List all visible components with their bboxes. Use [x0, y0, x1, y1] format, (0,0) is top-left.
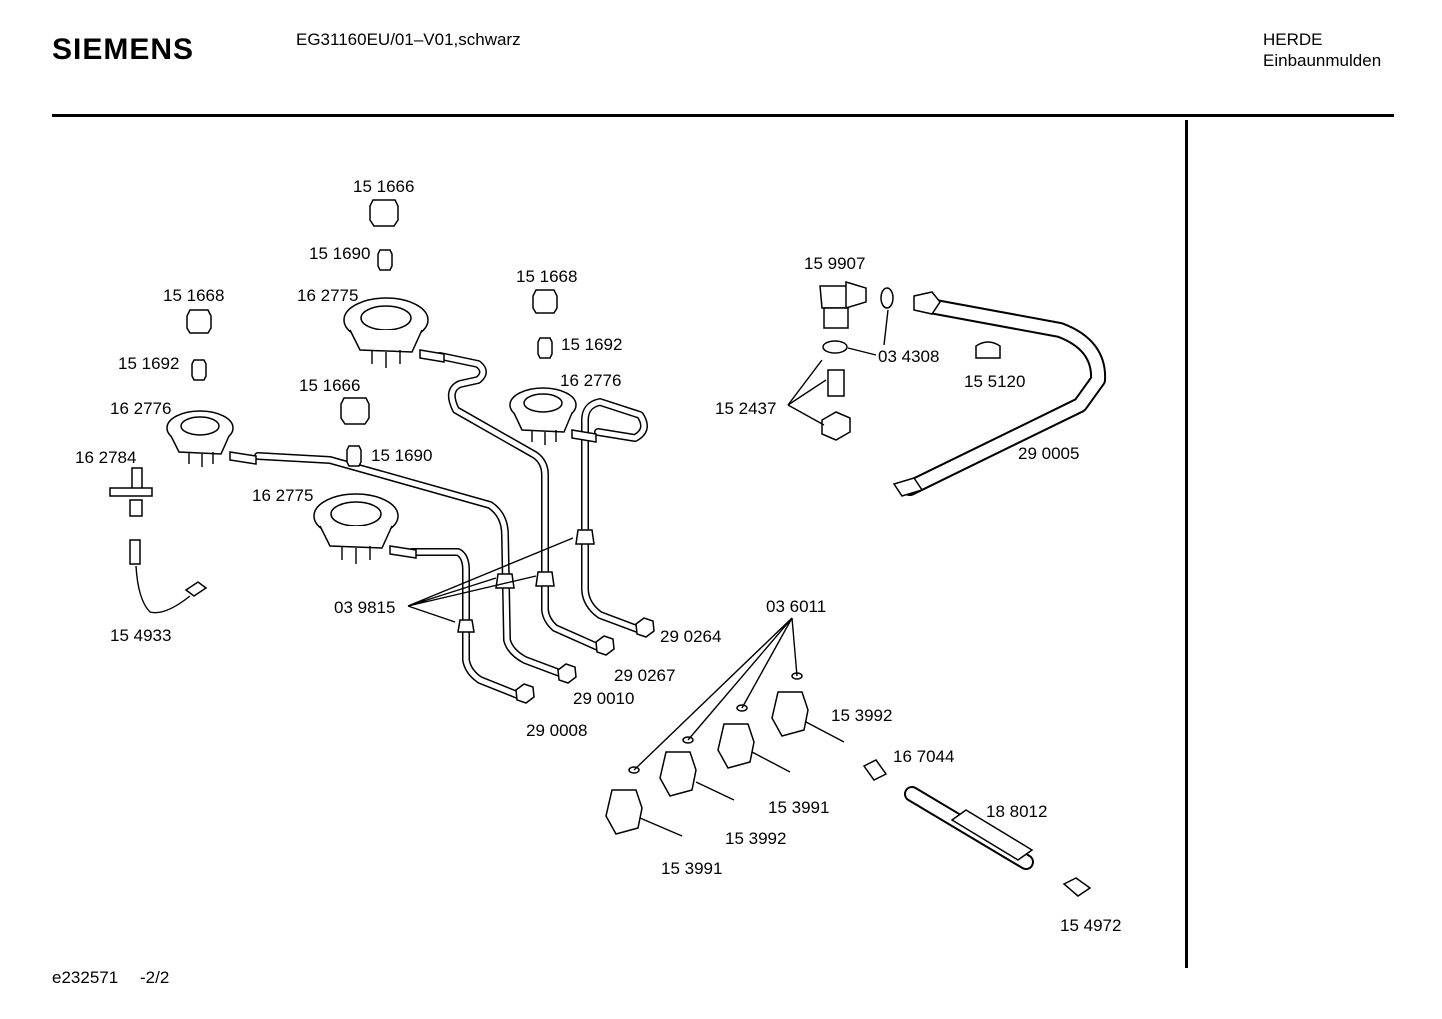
- ignition-electrode: [109, 467, 208, 614]
- gas-connection: [819, 280, 1107, 497]
- model-number: EG31160EU/01–V01,schwarz: [296, 30, 521, 49]
- part-label: 15 4972: [1060, 916, 1121, 935]
- pipe-clips: [457, 529, 595, 633]
- burner-top: [343, 297, 445, 368]
- burner-bottom: [313, 493, 417, 564]
- gas-pipes: [254, 352, 648, 702]
- part-label: 29 0264: [660, 627, 721, 646]
- burner-right: [509, 387, 597, 445]
- part-label: 16 2776: [560, 371, 621, 390]
- part-label: 15 1692: [118, 354, 179, 373]
- part-label: 18 8012: [986, 802, 1047, 821]
- part-label: 16 2775: [252, 486, 313, 505]
- part-label: 16 2775: [297, 286, 358, 305]
- burner-left: [166, 410, 257, 467]
- part-label: 15 2437: [715, 399, 776, 418]
- part-label: 15 3991: [661, 859, 722, 878]
- part-label: 15 1666: [299, 376, 360, 395]
- page-indicator: -2/2: [140, 968, 170, 987]
- part-label: 03 6011: [766, 597, 826, 616]
- pipe-nuts: [515, 617, 655, 704]
- part-label: 29 0008: [526, 721, 587, 740]
- part-label: 15 1668: [163, 286, 224, 305]
- part-label: 29 0267: [614, 666, 675, 685]
- part-label: 15 3992: [831, 706, 892, 725]
- brand-logo: SIEMENS: [52, 33, 195, 66]
- part-label: 15 3991: [768, 798, 829, 817]
- part-label: 15 3992: [725, 829, 786, 848]
- part-label: 15 1690: [371, 446, 432, 465]
- part-label: 15 9907: [804, 254, 865, 273]
- part-labels: 15 1666 15 1690 15 1668 16 2775 15 1668 …: [75, 177, 1121, 935]
- part-label: 16 7044: [893, 747, 954, 766]
- part-label: 29 0005: [1018, 444, 1079, 463]
- category-secondary: Einbaunmulden: [1263, 51, 1382, 70]
- part-label: 03 9815: [334, 598, 395, 617]
- gas-taps: [605, 672, 1092, 897]
- part-label: 15 1668: [516, 267, 577, 286]
- part-label: 15 4933: [110, 626, 171, 645]
- diagram-id: e232571: [52, 968, 119, 987]
- side-divider: [1185, 120, 1188, 968]
- part-label: 03 4308: [878, 347, 939, 366]
- part-label: 15 1666: [353, 177, 414, 196]
- category-primary: HERDE: [1263, 30, 1323, 49]
- part-label: 15 1690: [309, 244, 370, 263]
- part-label: 29 0010: [573, 689, 634, 708]
- injectors: [186, 199, 558, 467]
- part-label: 15 5120: [964, 372, 1025, 391]
- part-label: 16 2784: [75, 448, 136, 467]
- part-label: 15 1692: [561, 335, 622, 354]
- part-label: 16 2776: [110, 399, 171, 418]
- leader-lines: [407, 309, 889, 771]
- header-divider: [52, 114, 1394, 117]
